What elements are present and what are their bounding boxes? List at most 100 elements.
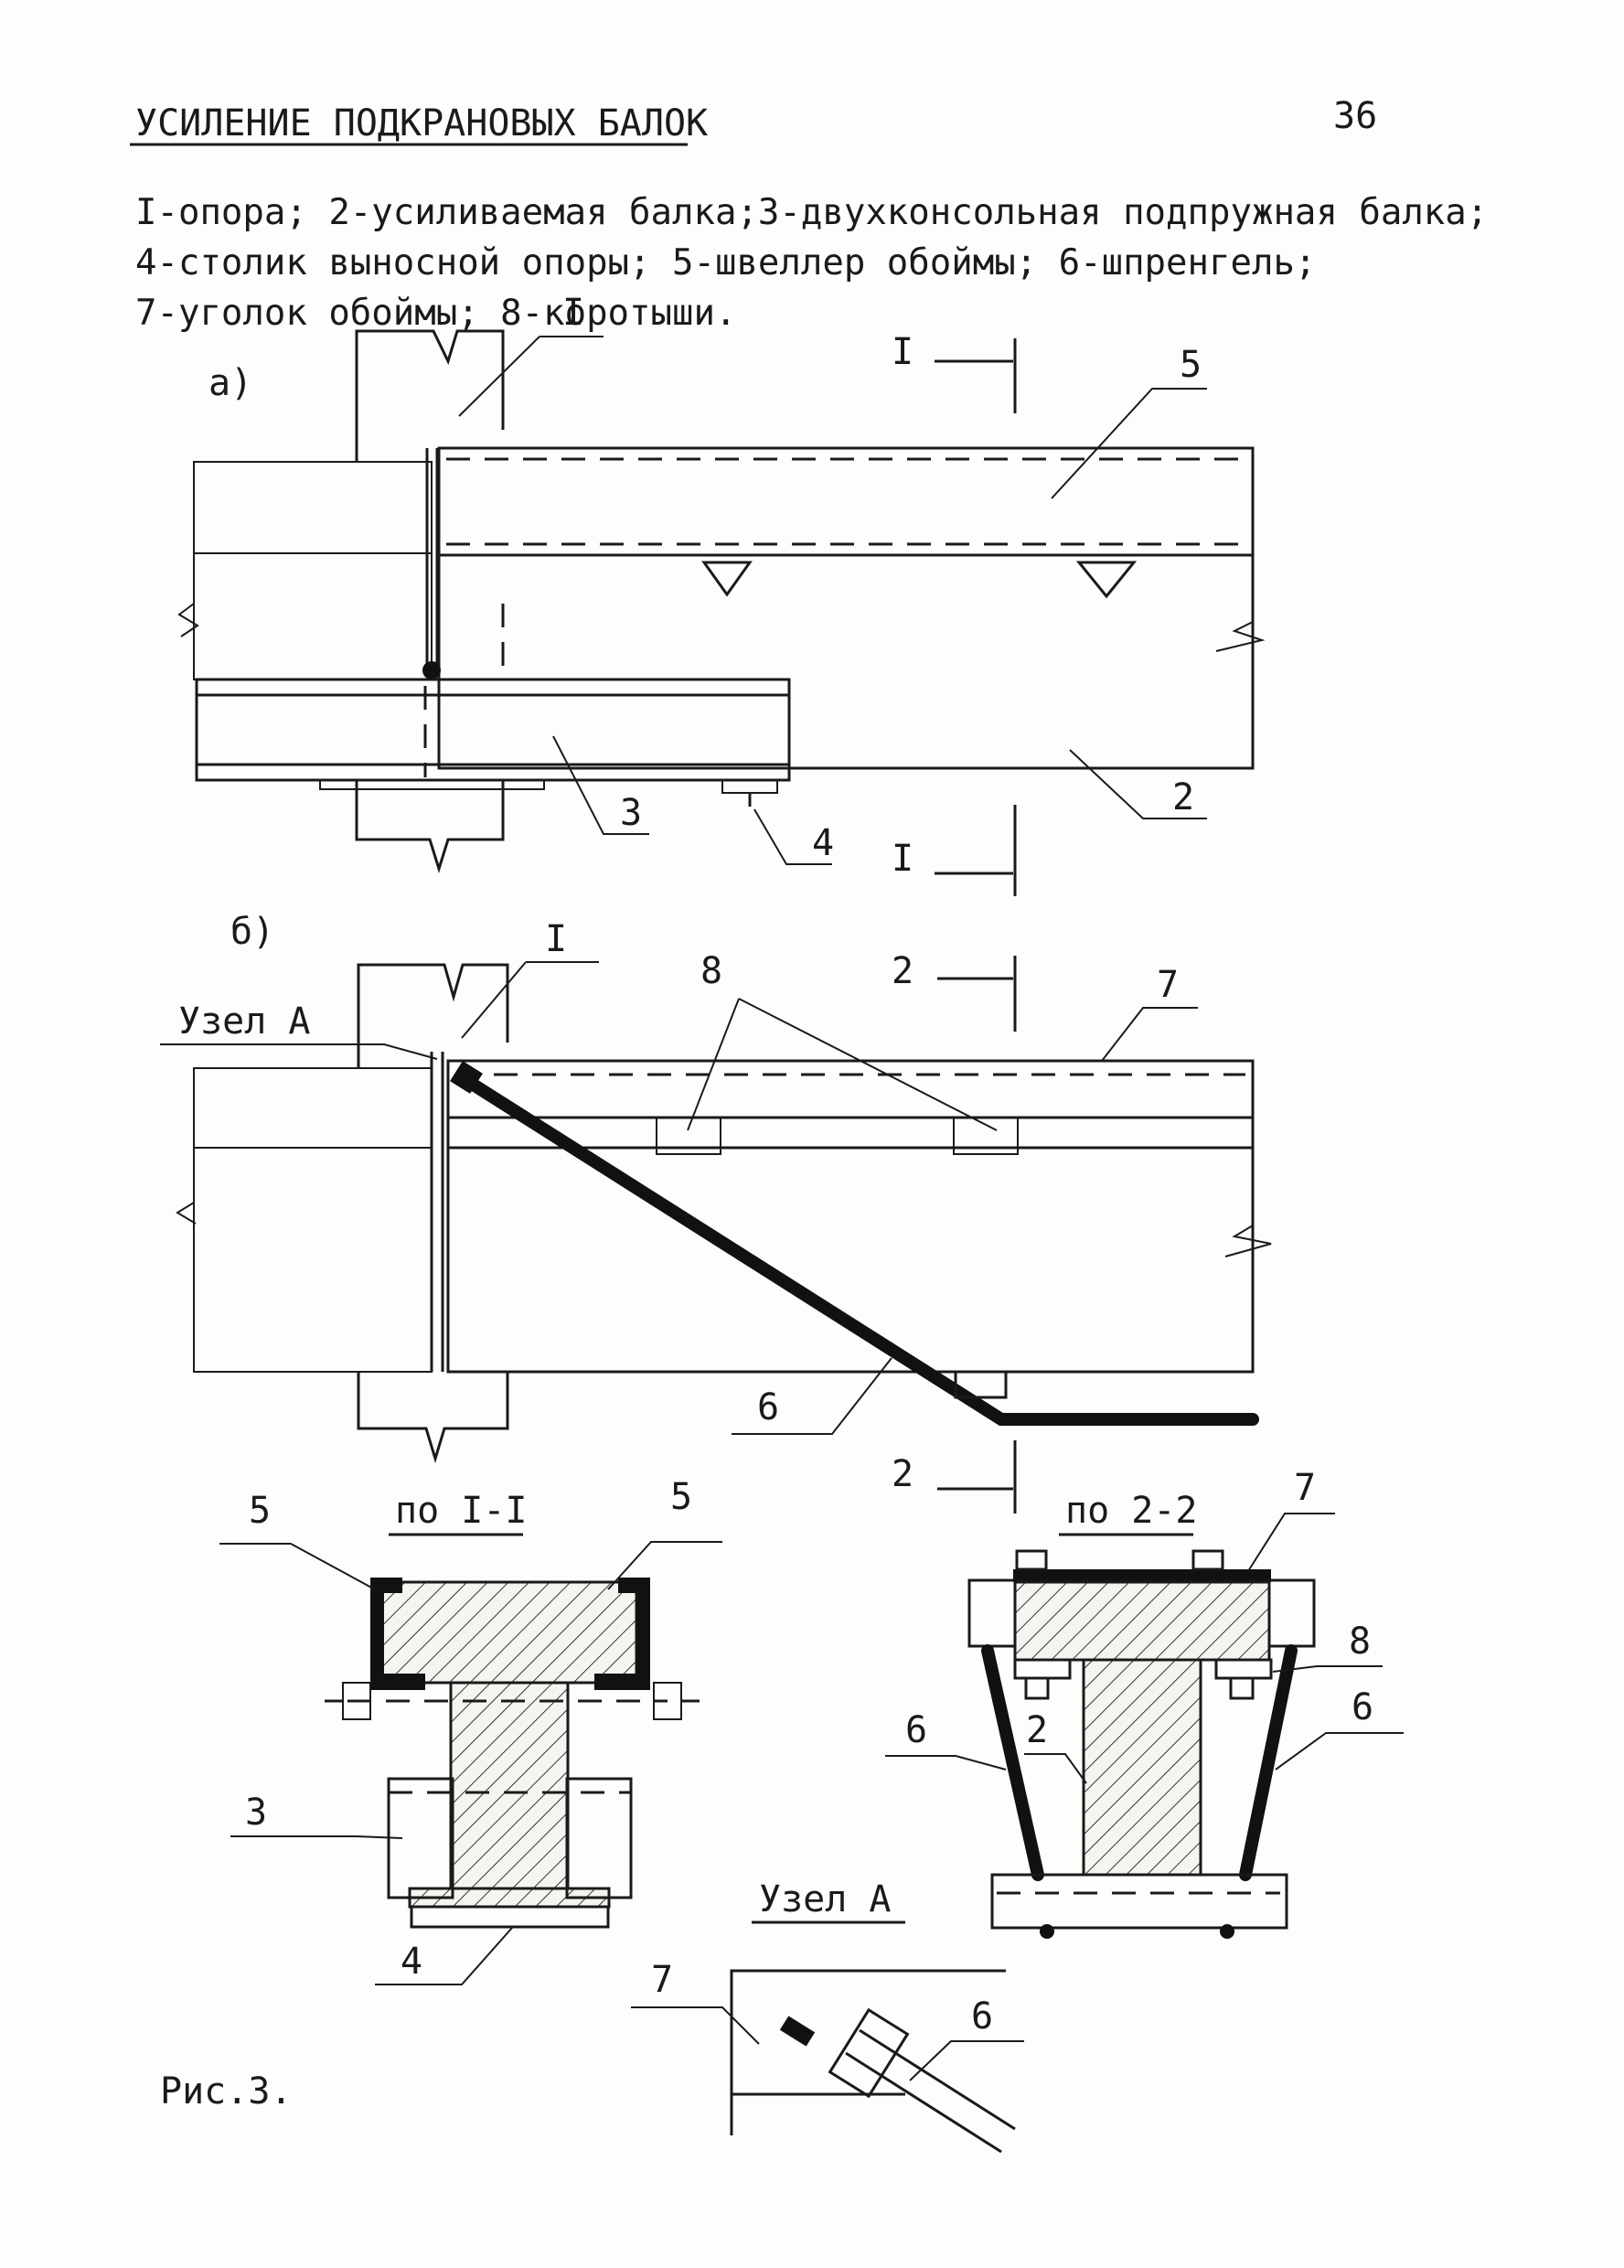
node-a-strut-edge-1 — [859, 2028, 1016, 2131]
legend-line-3: 7-уголок обоймы; 8-коротыши. — [135, 293, 736, 334]
section-2-2-leader-7 — [1247, 1513, 1335, 1572]
view-b-column-bottom — [357, 1372, 509, 1464]
view-a-callout-4: 4 — [812, 822, 834, 864]
view-b-beam-2 — [446, 1059, 1255, 1374]
node-a-beam-outline — [730, 1969, 1006, 2135]
section-2-2-hinge-left — [1040, 1924, 1054, 1939]
section-2-2-leader-6-right — [1275, 1732, 1404, 1771]
view-a-leader-5 — [1051, 388, 1207, 499]
node-a-callout-6: 6 — [971, 1995, 993, 2038]
section-2-2-callout-6-right: 6 — [1352, 1686, 1373, 1728]
section-2-2-top-plate — [1013, 1569, 1271, 1582]
view-a-table — [721, 779, 778, 794]
view-b-label: б) — [230, 911, 274, 953]
section-1-1-title: по I-I — [395, 1490, 528, 1532]
section-2-2-callout-6-left: 6 — [905, 1709, 927, 1751]
view-b-left-beam — [193, 1067, 433, 1373]
view-b-right-break — [1224, 1225, 1272, 1257]
section-1-1-beam3-right — [565, 1777, 633, 1899]
node-a-bolt — [779, 2016, 816, 2047]
page-number: 36 — [1333, 95, 1377, 137]
section-2-2-stub-left — [1013, 1658, 1072, 1680]
section-1-1: по I-I 5 5 3 4 — [219, 1476, 722, 1985]
view-b: б) Узел А I 2 2 8 — [160, 911, 1272, 1514]
section-1-1-callout-3: 3 — [245, 1792, 267, 1834]
view-a-beam-2 — [437, 446, 1255, 770]
view-a-left-break — [177, 603, 199, 637]
view-a-leader-2 — [1069, 749, 1207, 819]
section-1-1-channel-right — [594, 1578, 650, 1690]
view-a-left-beam — [193, 461, 433, 680]
section-2-2-hinge-right — [1220, 1924, 1234, 1939]
view-b-section-mark-top: 2 — [892, 950, 914, 992]
view-b-column-top — [357, 963, 509, 1068]
view-a-callout-2: 2 — [1172, 776, 1194, 818]
section-2-2-callout-8: 8 — [1349, 1621, 1371, 1663]
node-a-anchor-plate — [828, 2007, 910, 2099]
node-a-leader-6 — [909, 2040, 1024, 2081]
section-1-1-table — [410, 1905, 610, 1929]
section-1-1-callout-5-right: 5 — [670, 1476, 692, 1518]
section-2-2-title: по 2-2 — [1065, 1490, 1198, 1532]
section-2-2-angle-right — [1262, 1578, 1316, 1648]
section-2-2-bearing-beam — [990, 1873, 1288, 1930]
view-a-leader-3 — [552, 735, 649, 835]
node-a: Узел А 7 6 — [631, 1878, 1024, 2154]
figure-caption: Рис.3. — [160, 2070, 293, 2113]
view-a-support-label: I — [562, 292, 584, 334]
view-a-section-mark-bottom: I — [892, 838, 914, 880]
view-a-support-leader — [458, 336, 540, 417]
section-1-1-channel-left — [370, 1578, 425, 1690]
node-a-title: Узел А — [759, 1878, 892, 1920]
section-1-1-beam-web — [449, 1681, 570, 1890]
section-2-2-nut-left — [1024, 1676, 1050, 1700]
view-a-callout-3: 3 — [620, 792, 642, 834]
view-b-support-leader — [461, 961, 527, 1039]
view-b-stub-2 — [953, 1117, 1019, 1155]
node-a-strut-edge-2 — [845, 2051, 1002, 2154]
view-a-column-top — [355, 329, 505, 462]
section-2-2-callout-2: 2 — [1026, 1709, 1048, 1751]
section-2-2-bolt-right — [1191, 1549, 1224, 1571]
section-2-2-strut-left — [981, 1644, 1044, 1881]
view-a-right-break — [1215, 621, 1266, 652]
view-a-column-bottom — [355, 779, 505, 874]
view-a-label: а) — [208, 362, 252, 404]
view-a-weld-1 — [701, 561, 753, 597]
section-2-2-stub-right — [1214, 1658, 1273, 1680]
header-title: УСИЛЕНИЕ ПОДКРАНОВЫХ БАЛОК — [135, 102, 708, 144]
section-2-2-strut-right — [1239, 1644, 1298, 1881]
view-b-leader-7 — [1101, 1007, 1198, 1062]
section-1-1-leader-5-right — [607, 1541, 722, 1590]
view-b-left-break — [176, 1202, 197, 1225]
view-b-stub-1 — [656, 1117, 721, 1155]
legend-line-2: 4-столик выносной опоры; 5-швеллер обойм… — [135, 242, 1316, 284]
section-2-2-bolt-left — [1015, 1549, 1048, 1571]
section-2-2-leader-2 — [1024, 1753, 1087, 1784]
section-1-1-leader-5-left — [219, 1543, 376, 1590]
section-2-2: по 2-2 7 8 6 6 2 — [885, 1467, 1404, 1939]
legend-line-1: I-опора; 2-усиливаемая балка;3-двухконсо… — [135, 192, 1488, 233]
view-b-callout-7: 7 — [1157, 964, 1179, 1006]
view-a-leader-4 — [753, 808, 832, 865]
section-1-1-beam-flange — [380, 1580, 638, 1685]
section-2-2-angle-left — [967, 1578, 1021, 1648]
view-b-strut-saddle — [954, 1372, 1008, 1399]
section-1-1-leader-4 — [375, 1927, 513, 1985]
view-b-node-leader — [160, 1043, 438, 1060]
view-b-node-label: Узел А — [178, 1000, 311, 1043]
view-b-strut — [455, 1071, 1259, 1426]
node-a-callout-7: 7 — [651, 1959, 673, 2001]
view-a-hinge — [422, 661, 441, 679]
view-b-callout-8: 8 — [700, 950, 722, 992]
legend-text: I-опора; 2-усиливаемая балка;3-двухконсо… — [135, 192, 1488, 334]
view-a-bottom-plate — [319, 779, 545, 790]
view-b-callout-6: 6 — [757, 1386, 779, 1428]
section-1-1-callout-5-left: 5 — [249, 1490, 271, 1532]
section-2-2-leader-6-left — [885, 1755, 1007, 1771]
section-2-2-callout-7: 7 — [1294, 1467, 1316, 1509]
view-b-support-label: I — [545, 918, 567, 960]
section-1-1-callout-4: 4 — [401, 1941, 422, 1983]
